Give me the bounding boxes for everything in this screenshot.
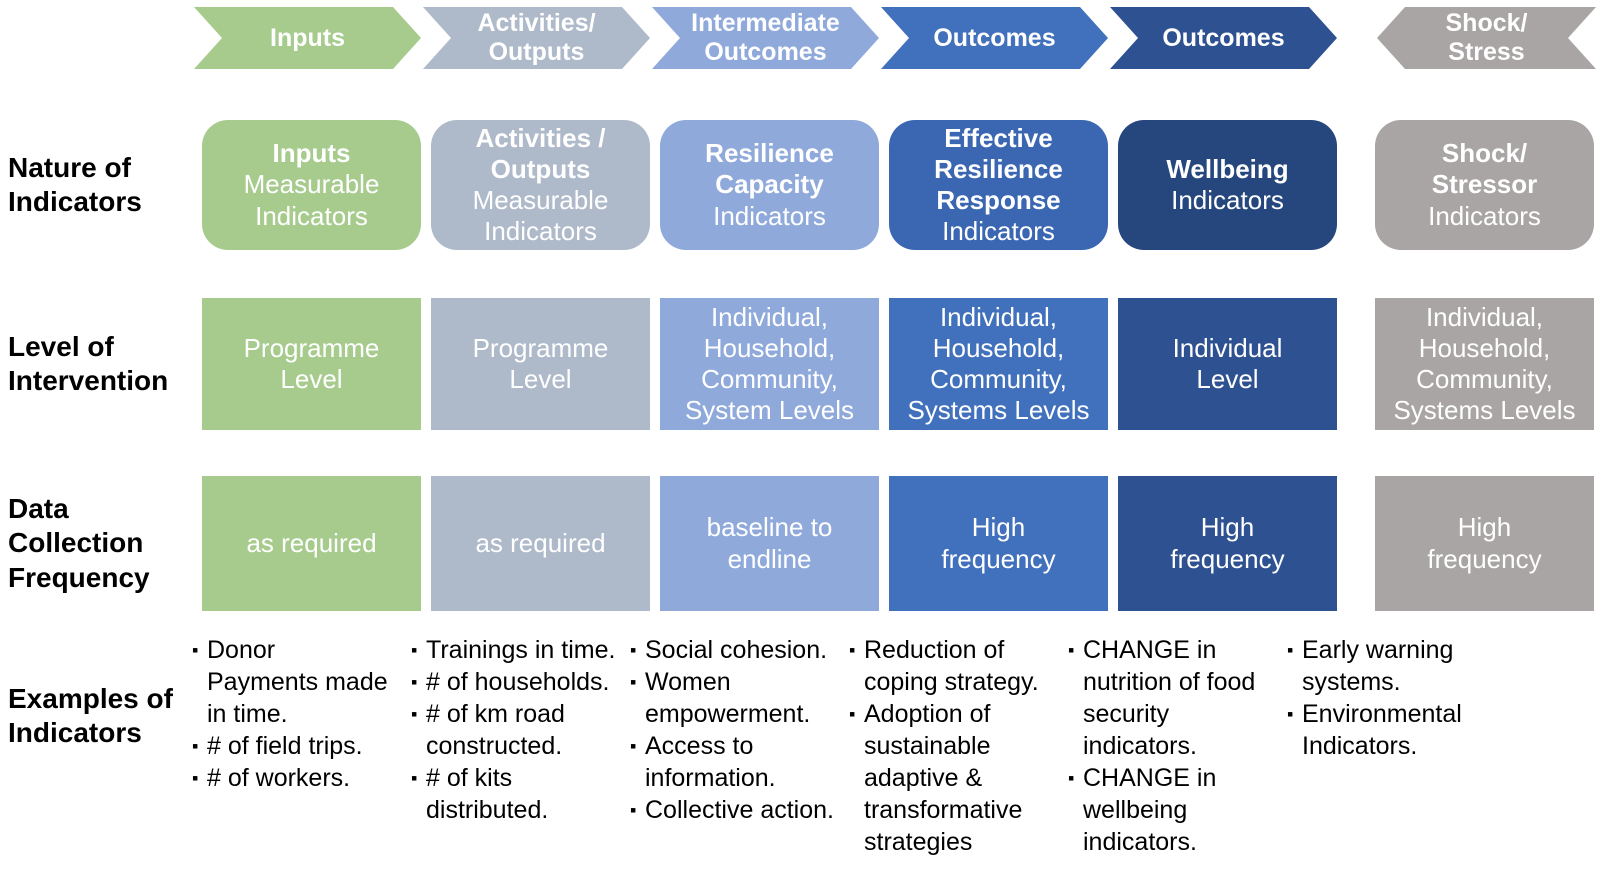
- row-label-nature-of-indicators: Nature of Indicators: [8, 151, 142, 217]
- example-item: Environmental Indicators.: [1287, 698, 1506, 762]
- frequency-cell-activities-outputs: as required: [431, 476, 650, 611]
- example-item: Reduction of coping strategy.: [849, 634, 1068, 698]
- level-cell-outcomes-1: Individual, Household, Community, System…: [889, 298, 1108, 430]
- frequency-cell-intermediate-outcomes: baseline to endline: [660, 476, 879, 611]
- nature-cell-outcomes-2: Wellbeing Indicators: [1118, 120, 1337, 250]
- example-item: Access to information.: [630, 730, 849, 794]
- example-item: # of workers.: [192, 762, 411, 794]
- nature-cell-subtitle: Measurable Indicators: [243, 169, 380, 231]
- examples-of-indicators-row: Examples of Indicators Donor Payments ma…: [0, 622, 1600, 870]
- chevron-outcomes-1: Outcomes: [881, 7, 1108, 69]
- example-item: # of field trips.: [192, 730, 411, 762]
- chevron-activities-outputs: Activities/ Outputs: [423, 7, 650, 69]
- nature-cell-title: Effective Resilience Response: [934, 122, 1063, 215]
- chevron-intermediate-outcomes: Intermediate Outcomes: [652, 7, 879, 69]
- examples-list-outcomes-1: Reduction of coping strategy. Adoption o…: [849, 622, 1068, 870]
- examples-list-inputs: Donor Payments made in time. # of field …: [192, 622, 411, 870]
- row-label-data-collection-frequency: Data Collection Frequency: [8, 493, 150, 593]
- nature-cell-inputs: Inputs Measurable Indicators: [202, 120, 421, 250]
- nature-cell-subtitle: Indicators: [1428, 200, 1541, 231]
- examples-list-outcomes-2: CHANGE in nutrition of food security ind…: [1068, 622, 1287, 870]
- example-item: CHANGE in nutrition of food security ind…: [1068, 634, 1287, 762]
- frequency-cell-outcomes-1: High frequency: [889, 476, 1108, 611]
- chevron-shock-stress: Shock/ Stress: [1377, 7, 1596, 69]
- chevron-outcomes-2: Outcomes: [1110, 7, 1337, 69]
- nature-cell-shock-stress: Shock/ Stressor Indicators: [1375, 120, 1594, 250]
- example-item: Early warning systems.: [1287, 634, 1506, 698]
- nature-cell-intermediate-outcomes: Resilience Capacity Indicators: [660, 120, 879, 250]
- nature-cell-title: Activities / Outputs: [475, 122, 606, 184]
- example-item: Adoption of sustainable adaptive & trans…: [849, 698, 1068, 858]
- level-cell-inputs: Programme Level: [202, 298, 421, 430]
- example-item: CHANGE in wellbeing indicators.: [1068, 762, 1287, 858]
- level-cell-activities-outputs: Programme Level: [431, 298, 650, 430]
- nature-cell-title: Inputs: [272, 138, 351, 169]
- example-item: # of kits distributed.: [411, 762, 630, 826]
- examples-list-intermediate-outcomes: Social cohesion. Women empowerment. Acce…: [630, 622, 849, 870]
- example-item: # of km road constructed.: [411, 698, 630, 762]
- nature-cell-title: Wellbeing: [1166, 153, 1289, 184]
- level-of-intervention-row: Level of Intervention Programme Level Pr…: [0, 298, 1600, 430]
- example-item: Donor Payments made in time.: [192, 634, 411, 730]
- nature-cell-subtitle: Indicators: [713, 200, 826, 231]
- frequency-cell-shock-stress: High frequency: [1375, 476, 1594, 611]
- nature-cell-activities-outputs: Activities / Outputs Measurable Indicato…: [431, 120, 650, 250]
- row-label-level-of-intervention: Level of Intervention: [8, 330, 169, 396]
- nature-cell-title: Shock/ Stressor: [1431, 138, 1538, 200]
- examples-list-shock-stress: Early warning systems. Environmental Ind…: [1287, 622, 1506, 870]
- frequency-cell-outcomes-2: High frequency: [1118, 476, 1337, 611]
- level-cell-shock-stress: Individual, Household, Community, System…: [1375, 298, 1594, 430]
- nature-cell-title: Resilience Capacity: [705, 138, 834, 200]
- example-item: Trainings in time.: [411, 634, 630, 666]
- nature-cell-outcomes-1: Effective Resilience Response Indicators: [889, 120, 1108, 250]
- row-label-examples-of-indicators: Examples of Indicators: [8, 683, 173, 749]
- nature-cell-subtitle: Indicators: [1171, 185, 1284, 215]
- level-cell-intermediate-outcomes: Individual, Household, Community, System…: [660, 298, 879, 430]
- nature-of-indicators-row: Nature of Indicators Inputs Measurable I…: [0, 120, 1600, 250]
- nature-cell-subtitle: Measurable Indicators: [472, 185, 609, 247]
- chevron-row-spacer: [0, 7, 192, 69]
- level-cell-outcomes-2: Individual Level: [1118, 298, 1337, 430]
- frequency-cell-inputs: as required: [202, 476, 421, 611]
- example-item: Collective action.: [630, 794, 849, 826]
- examples-list-activities-outputs: Trainings in time. # of households. # of…: [411, 622, 630, 870]
- data-collection-frequency-row: Data Collection Frequency as required as…: [0, 476, 1600, 611]
- example-item: Social cohesion.: [630, 634, 849, 666]
- example-item: # of households.: [411, 666, 630, 698]
- nature-cell-subtitle: Indicators: [942, 216, 1055, 247]
- chevron-inputs: Inputs: [194, 7, 421, 69]
- stage-chevron-row: Inputs Activities/ Outputs Intermediate …: [0, 7, 1600, 69]
- example-item: Women empowerment.: [630, 666, 849, 730]
